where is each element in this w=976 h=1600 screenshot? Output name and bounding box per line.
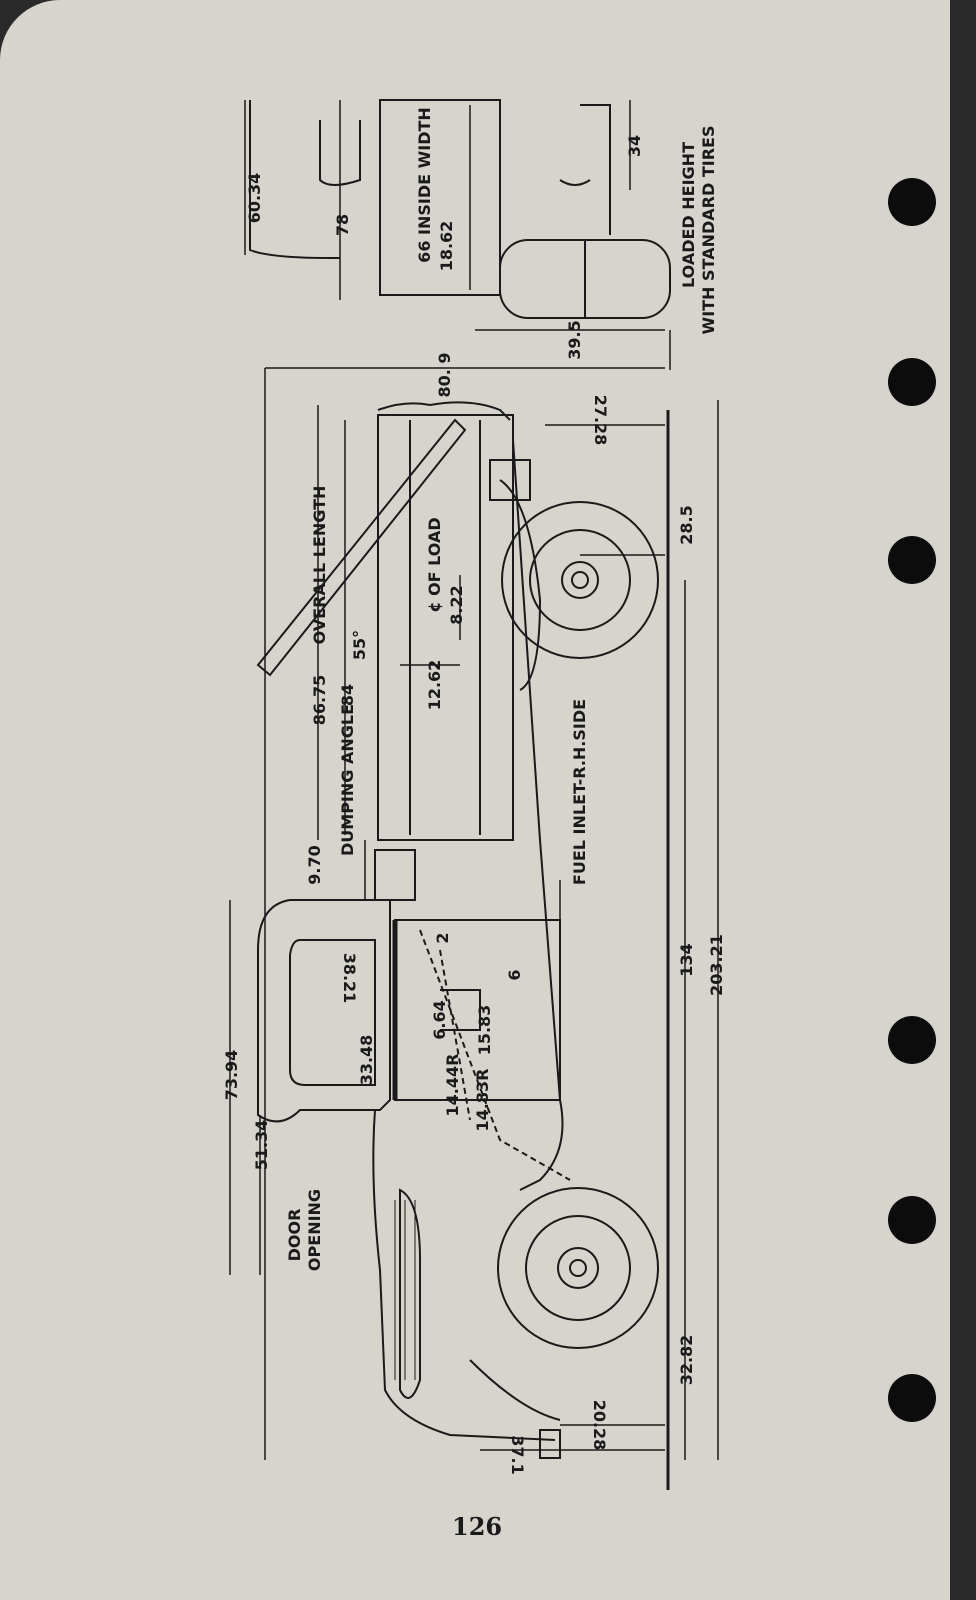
dim-20-28: 20.28 (590, 1400, 609, 1451)
dimension-lines (229, 99, 719, 1460)
rear-wheel-rim (529, 529, 631, 631)
dim-14-44r: 14.44R (443, 1054, 462, 1117)
label-dumping-angle: DUMPING ANGLE (338, 704, 357, 856)
dim-15-83: 15.83 (475, 1005, 494, 1056)
hood-top (372, 1109, 556, 1441)
door-handle-area (440, 989, 481, 1031)
dim-18-62: 18.62 (437, 221, 456, 272)
front-bumper (539, 1429, 561, 1459)
dim-80-9: 80. 9 (435, 352, 454, 397)
door-swing-arc (419, 929, 571, 1181)
dim-32-82: 32.82 (677, 1335, 696, 1386)
dump-body (377, 414, 514, 841)
truck-drawing (249, 99, 671, 1490)
rear-view-window (319, 120, 361, 186)
binder-hole (888, 358, 936, 406)
dim-6-64: 6.64 (430, 1000, 449, 1039)
binder-hole (888, 536, 936, 584)
page-number: 126 (452, 1512, 503, 1541)
dim-12-62: 12.62 (425, 660, 444, 711)
dump-angle-outline (256, 418, 467, 677)
dump-tailgate-chain (377, 401, 511, 421)
paper-sheet (0, 0, 950, 1600)
cab-outline (257, 899, 391, 1123)
label-inside-width: 66 INSIDE WIDTH (415, 107, 434, 263)
rear-fender (499, 479, 542, 691)
dim-2: 2 (433, 932, 452, 943)
dim-73-94: 73.94 (222, 1050, 241, 1101)
cab-back-step (374, 849, 416, 901)
label-loaded-height-1: LOADED HEIGHT (679, 142, 698, 288)
dim-28-5: 28.5 (677, 505, 696, 544)
label-load-center: ¢ OF LOAD (425, 517, 444, 612)
running-board (539, 839, 561, 1101)
front-wheel-rim (525, 1215, 631, 1321)
dim-84: 84 (338, 684, 357, 706)
binder-hole (888, 1196, 936, 1244)
front-fender-rear-arc (519, 1099, 564, 1191)
dim-38-21: 38.21 (340, 953, 359, 1004)
front-wheel-hub (557, 1247, 599, 1289)
cab-window (289, 939, 376, 1086)
binder-hole (888, 178, 936, 226)
binder-hole (888, 1016, 936, 1064)
label-fuel-inlet: FUEL INLET-R.H.SIDE (570, 699, 589, 885)
dim-60-34: 60.34 (245, 173, 264, 224)
label-loaded-height-2: WITH STANDARD TIRES (699, 126, 718, 335)
rear-view-axle (499, 104, 611, 240)
dim-55-degrees: 55° (350, 630, 369, 660)
dim-27-28: 27.28 (591, 395, 610, 446)
dim-6: 6 (505, 969, 524, 980)
dim-39-5: 39.5 (565, 320, 584, 359)
dim-51-34: 51.34 (252, 1120, 271, 1171)
label-door-opening-2: OPENING (305, 1189, 324, 1271)
label-overall-length: OVERALL LENGTH (310, 486, 329, 645)
dim-134: 134 (677, 943, 696, 976)
rear-wheel-hub (561, 561, 599, 599)
seat-radius-line (439, 949, 471, 1121)
dim-37-1: 37.1 (508, 1435, 527, 1474)
front-fender (469, 1359, 561, 1421)
front-wheel (497, 1187, 659, 1349)
rear-wheel (501, 501, 659, 659)
dim-33-48: 33.48 (357, 1035, 376, 1086)
dim-78: 78 (333, 214, 352, 236)
label-door-opening-1: DOOR (285, 1209, 304, 1262)
dim-9-70: 9.70 (305, 845, 324, 884)
frame-rail (512, 439, 541, 841)
dim-86-75: 86.75 (310, 675, 329, 726)
grille (399, 1188, 421, 1399)
dim-8-22: 8.22 (447, 585, 466, 624)
rear-wheel-cap (571, 571, 589, 589)
dim-14-83r: 14.83R (473, 1069, 492, 1132)
grille-bars (394, 1200, 416, 1380)
rear-view-hitch (559, 179, 591, 186)
front-wheel-cap (569, 1259, 587, 1277)
dim-203-21: 203.21 (707, 934, 726, 996)
rear-view-cab-outline (249, 100, 340, 259)
binder-hole (888, 1374, 936, 1422)
dim-34: 34 (625, 135, 644, 157)
hoist-mechanism (489, 459, 531, 501)
